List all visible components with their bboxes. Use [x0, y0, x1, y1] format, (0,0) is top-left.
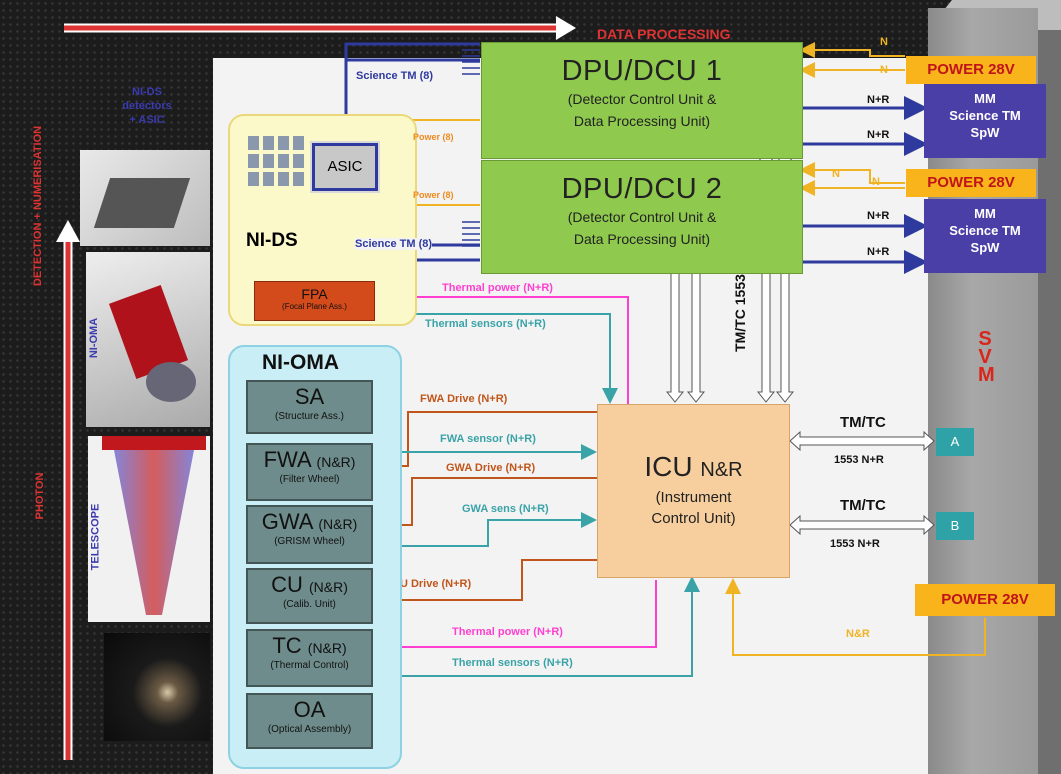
thermal-sensors-top-label: Thermal sensors (N+R)	[425, 318, 546, 330]
asic-chip: ASIC	[312, 143, 378, 191]
oma-oa-sub: (Optical Assembly)	[248, 724, 371, 736]
tmtc-1553-label: TM/TC 1553	[732, 263, 748, 363]
nr-label-3: N+R	[867, 210, 889, 222]
oma-fwa-main: FWA	[264, 447, 311, 472]
icu-tag: N&R	[700, 459, 742, 481]
n-label-2: N	[880, 64, 888, 76]
nids-side-label: NI-DS detectors + ASIC	[112, 85, 182, 127]
oma-gwa-tag: (N&R)	[318, 516, 357, 532]
oma-box-gwa: GWA (N&R) (GRISM Wheel)	[246, 505, 373, 564]
science-tm-label-1: Science TM (8)	[356, 70, 433, 82]
mm2-l2: Science TM	[924, 222, 1046, 239]
mm1-l3: SpW	[924, 124, 1046, 141]
n-label-1: N	[880, 36, 888, 48]
nr-label-4: N+R	[867, 246, 889, 258]
power-label-2: Power (8)	[413, 190, 454, 200]
gwa-sens-label: GWA sens (N+R)	[462, 503, 549, 515]
mm-science-tm-2: MM Science TM SpW	[924, 199, 1046, 273]
nr-power-label: N&R	[846, 628, 870, 640]
tmtc-b-bottom: 1553 N+R	[830, 538, 880, 550]
tmtc-a-top: TM/TC	[840, 414, 886, 431]
dpu1-title: DPU/DCU 1	[482, 55, 802, 88]
detection-numerisation-label: DETECTION + NUMERISATION	[32, 96, 44, 316]
oma-tc-sub: (Thermal Control)	[248, 660, 371, 672]
power-28v-1: POWER 28V	[906, 56, 1036, 84]
oma-sa-main: SA	[295, 384, 324, 409]
nioma-title: NI-OMA	[262, 351, 339, 375]
oma-gwa-main: GWA	[262, 509, 313, 534]
power-28v-2: POWER 28V	[906, 169, 1036, 197]
oma-cu-tag: (N&R)	[309, 579, 348, 595]
dpu-dcu-1: DPU/DCU 1 (Detector Control Unit & Data …	[481, 42, 803, 159]
thermal-power-top-label: Thermal power (N+R)	[442, 282, 553, 294]
icu-sub1: (Instrument	[598, 489, 789, 506]
oma-fwa-sub: (Filter Wheel)	[248, 474, 371, 486]
data-processing-label: DATA PROCESSING	[597, 26, 731, 42]
oma-fwa-tag: (N&R)	[317, 454, 356, 470]
asic-label: ASIC	[327, 158, 362, 175]
icu-title-row: ICU N&R	[598, 451, 789, 483]
oma-tc-main: TC	[272, 633, 301, 658]
tmtc-a-bottom: 1553 N+R	[834, 454, 884, 466]
dpu1-sub2: Data Processing Unit)	[482, 110, 802, 132]
nids-title: NI-DS	[246, 230, 298, 252]
oma-oa-main: OA	[294, 697, 326, 722]
nr-label-1: N+R	[867, 94, 889, 106]
fwa-drive-label: FWA Drive (N+R)	[420, 393, 507, 405]
power-label-1: Power (8)	[413, 132, 454, 142]
oma-tc-tag: (N&R)	[308, 640, 347, 656]
mm2-l3: SpW	[924, 239, 1046, 256]
oma-cu-sub: (Calib. Unit)	[248, 599, 371, 611]
mm2-l1: MM	[924, 205, 1046, 222]
telescope-image: TELESCOPE	[88, 436, 210, 622]
mm-science-tm-1: MM Science TM SpW	[924, 84, 1046, 158]
dpu2-title: DPU/DCU 2	[482, 173, 802, 206]
nids-detector-image	[80, 150, 210, 246]
dpu2-sub1: (Detector Control Unit &	[482, 206, 802, 228]
oma-box-oa: OA (Optical Assembly)	[246, 693, 373, 749]
science-tm-label-2: Science TM (8)	[355, 238, 432, 250]
nr-label-2: N+R	[867, 129, 889, 141]
power-28v-3: POWER 28V	[915, 584, 1055, 616]
fpa-sub: (Focal Plane Ass.)	[255, 302, 374, 311]
nioma-image: NI-OMA	[86, 252, 210, 427]
thermal-power-bottom-label: Thermal power (N+R)	[452, 626, 563, 638]
n-label-4: N	[872, 176, 880, 188]
port-a: A	[936, 428, 974, 456]
icu-box: ICU N&R (Instrument Control Unit)	[597, 404, 790, 578]
oma-box-sa: SA (Structure Ass.)	[246, 380, 373, 434]
fwa-sensor-label: FWA sensor (N+R)	[440, 433, 536, 445]
nioma-thumb-label: NI-OMA	[88, 318, 100, 358]
thermal-sensors-bottom-label: Thermal sensors (N+R)	[452, 657, 573, 669]
oma-gwa-sub: (GRISM Wheel)	[248, 536, 371, 548]
n-label-3: N	[832, 168, 840, 180]
detector-grid	[248, 136, 308, 186]
tmtc-b-top: TM/TC	[840, 497, 886, 514]
port-b: B	[936, 512, 974, 540]
dpu2-sub2: Data Processing Unit)	[482, 228, 802, 250]
cu-drive-label: CU Drive (N+R)	[392, 578, 471, 590]
icu-title: ICU	[644, 451, 692, 482]
oma-cu-main: CU	[271, 572, 303, 597]
oma-box-fwa: FWA (N&R) (Filter Wheel)	[246, 443, 373, 501]
mm1-l1: MM	[924, 90, 1046, 107]
fpa-label: FPA	[255, 286, 374, 302]
oma-sa-sub: (Structure Ass.)	[248, 411, 371, 423]
oma-box-cu: CU (N&R) (Calib. Unit)	[246, 568, 373, 624]
icu-sub2: Control Unit)	[598, 510, 789, 527]
photon-label: PHOTON	[34, 466, 46, 526]
dpu1-sub1: (Detector Control Unit &	[482, 88, 802, 110]
dpu-dcu-2: DPU/DCU 2 (Detector Control Unit & Data …	[481, 160, 803, 274]
oma-box-tc: TC (N&R) (Thermal Control)	[246, 629, 373, 687]
galaxy-image	[104, 633, 210, 741]
gwa-drive-label: GWA Drive (N+R)	[446, 462, 535, 474]
fpa-box: FPA (Focal Plane Ass.)	[254, 281, 375, 321]
mm1-l2: Science TM	[924, 107, 1046, 124]
telescope-thumb-label: TELESCOPE	[89, 504, 101, 571]
